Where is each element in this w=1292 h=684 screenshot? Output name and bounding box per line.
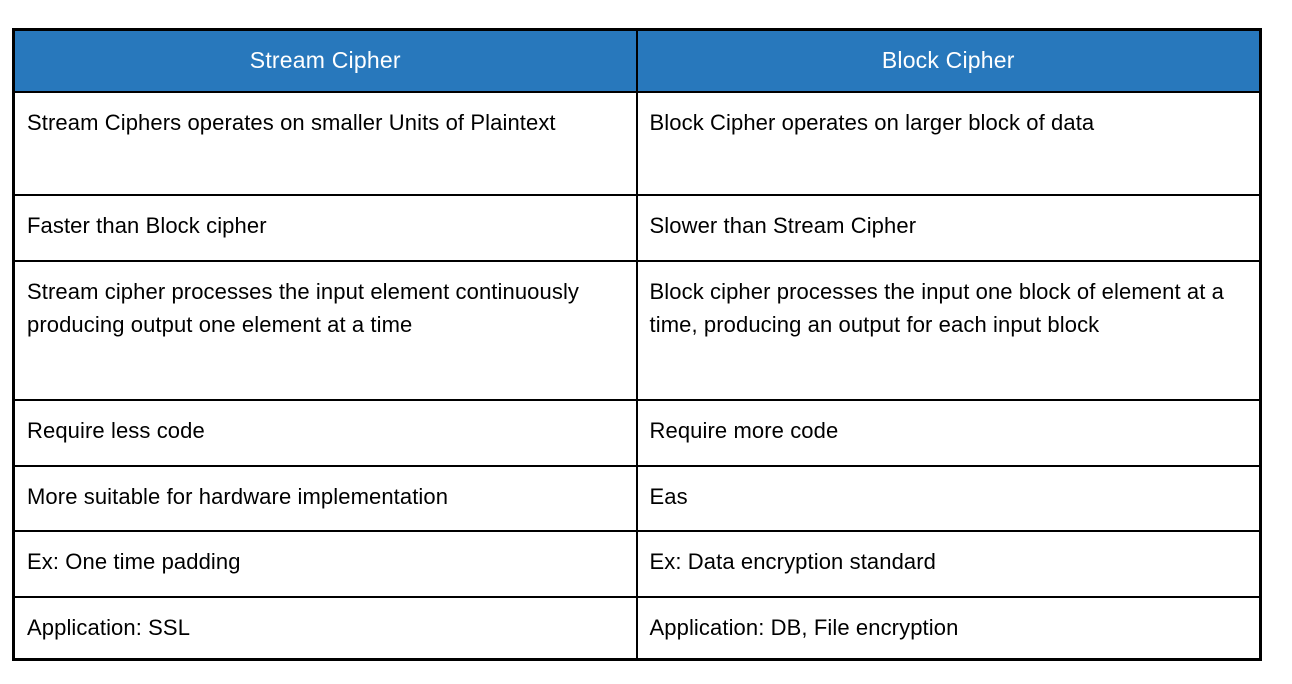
table-cell-stream: Faster than Block cipher [12, 193, 638, 262]
table-row: Stream cipher processes the input elemen… [12, 259, 1262, 401]
table-cell-stream: Application: SSL [12, 595, 638, 661]
cipher-comparison-table: Stream Cipher Block Cipher Stream Cipher… [12, 28, 1262, 661]
table-row: Require less code Require more code [12, 398, 1262, 467]
table-cell-stream: More suitable for hardware implementatio… [12, 464, 638, 532]
table-cell-stream: Stream Ciphers operates on smaller Units… [12, 90, 638, 196]
table-cell-stream: Ex: One time padding [12, 529, 638, 598]
header-cell-stream-cipher: Stream Cipher [12, 28, 638, 93]
header-cell-block-cipher: Block Cipher [635, 28, 1262, 93]
table-row: Faster than Block cipher Slower than Str… [12, 193, 1262, 262]
header-row: Stream Cipher Block Cipher [12, 28, 1262, 93]
table-cell-block: Require more code [635, 398, 1262, 467]
table-cell-stream: Require less code [12, 398, 638, 467]
table-row: Stream Ciphers operates on smaller Units… [12, 90, 1262, 196]
table-row: More suitable for hardware implementatio… [12, 464, 1262, 532]
table-cell-block: Eas [635, 464, 1262, 532]
table-row: Ex: One time padding Ex: Data encryption… [12, 529, 1262, 598]
table-cell-block: Application: DB, File encryption [635, 595, 1262, 661]
table-cell-block: Slower than Stream Cipher [635, 193, 1262, 262]
table-cell-block: Block Cipher operates on larger block of… [635, 90, 1262, 196]
table-cell-block: Ex: Data encryption standard [635, 529, 1262, 598]
table-row: Application: SSL Application: DB, File e… [12, 595, 1262, 661]
table-cell-stream: Stream cipher processes the input elemen… [12, 259, 638, 401]
table-cell-block: Block cipher processes the input one blo… [635, 259, 1262, 401]
